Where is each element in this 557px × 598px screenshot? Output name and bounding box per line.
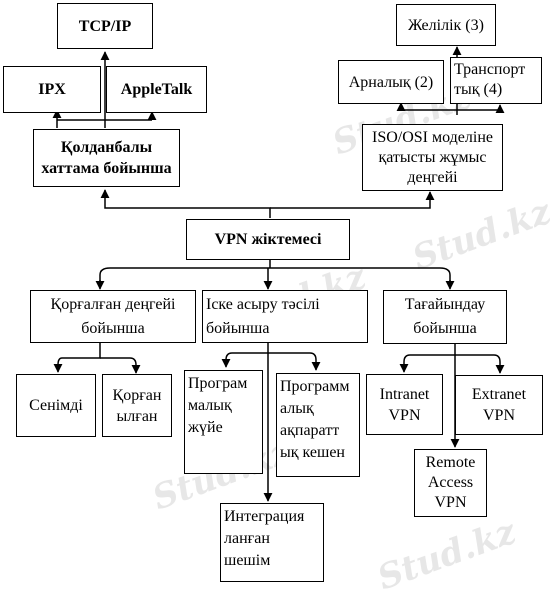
edge-impl-software (221, 342, 269, 368)
node-appletalk: AppleTalk (106, 66, 207, 113)
node-purpose: Тағайындау бойынша (383, 290, 507, 344)
node-application-protocol: Қолданбалы хаттама бойынша (33, 129, 180, 187)
edge-root-hbar (99, 267, 451, 287)
node-remote-access-vpn: Remote Access VPN (414, 449, 487, 517)
node-implementation-method: Іске асыру тәсілі бойынша (202, 290, 368, 343)
edge-impl-softhw (268, 352, 321, 371)
node-ipx: IPX (3, 66, 101, 113)
node-intranet-vpn: Intranet VPN (366, 374, 443, 435)
node-software-hardware-complex: Программ алық ақпаратт ық кешен (276, 373, 360, 477)
edge-root-osi (270, 191, 435, 209)
node-tcp-ip: TCP/IP (57, 3, 153, 49)
edge-protection-protected (100, 357, 141, 374)
node-software-system: Програм малық жүйе (184, 370, 263, 474)
edge-root-protocol (100, 189, 271, 218)
edge-purpose-intranet (399, 343, 456, 373)
node-integrated-solution: Интеграция ланған шешім (220, 503, 324, 582)
node-protection-level: Қорғалған деңгейі бойынша (30, 290, 196, 343)
node-trusted: Сенімді (16, 374, 96, 437)
node-extranet-vpn: Extranet VPN (455, 375, 543, 435)
node-osi-model: ISO/OSI моделіне қатысты жұмыс деңгейі (362, 124, 503, 191)
node-channel-level: Арналық (2) (338, 60, 444, 104)
node-protected: Қорған ылған (102, 374, 172, 437)
node-transport-level: Транспорт тық (4) (450, 57, 542, 104)
diagram-canvas: Stud.kz Stud.kz Stud.kz Stud.kz Stud.kz (3, 3, 556, 598)
edge-purpose-extranet (455, 354, 505, 374)
node-vpn-classification: VPN жіктемесі (186, 219, 350, 260)
node-network-level: Желілік (3) (396, 4, 496, 46)
edge-protection-trusted (53, 342, 101, 373)
